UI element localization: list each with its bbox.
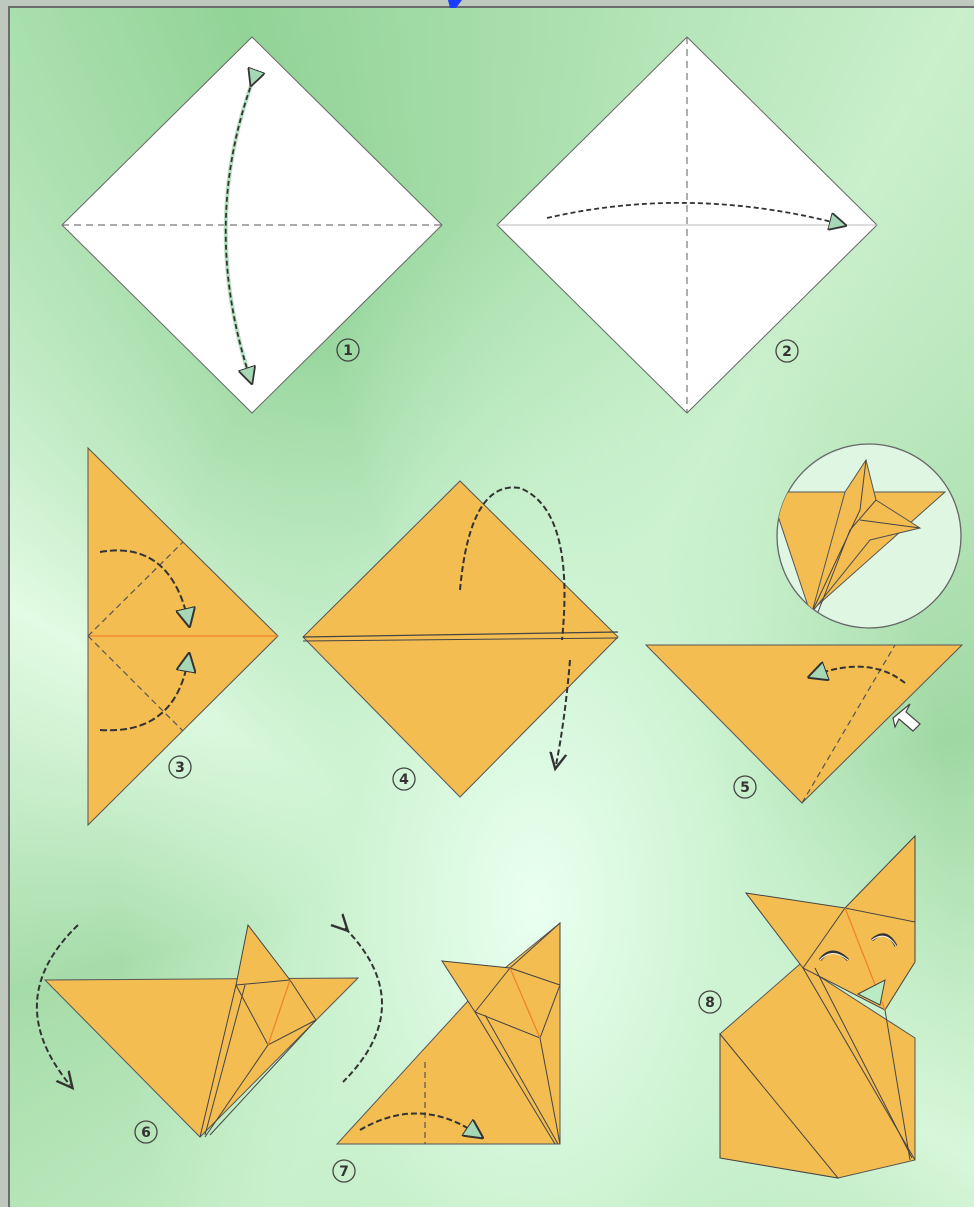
step-1-number: 1 — [343, 343, 353, 359]
top-blue-fragment — [448, 0, 462, 8]
detail-magnifier — [770, 444, 961, 628]
step-2-number: 2 — [782, 344, 792, 360]
step-6-number: 6 — [141, 1125, 151, 1141]
step-5-number: 5 — [740, 780, 750, 796]
step-8: 8 — [699, 836, 915, 1178]
step-4: 4 — [303, 481, 618, 797]
step-1-paper — [62, 37, 442, 413]
step-8-number: 8 — [705, 995, 715, 1011]
step-3: 3 — [88, 448, 278, 825]
step-2: 2 — [497, 37, 877, 413]
step-6-paper — [45, 978, 358, 1137]
step-1: 1 — [62, 37, 442, 413]
step-7-number: 7 — [339, 1164, 349, 1180]
step-5: 5 — [646, 645, 962, 803]
step-6: 6 — [37, 925, 382, 1143]
step-6-arrow-right — [343, 928, 382, 1082]
step-4-number: 4 — [399, 772, 409, 788]
step-3-number: 3 — [175, 760, 185, 776]
